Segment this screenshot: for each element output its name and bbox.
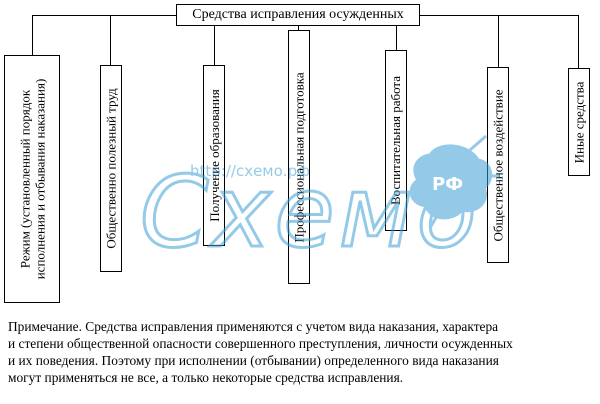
connector-obshchestvennoe (498, 15, 499, 67)
node-inye-label: Иные средства (571, 81, 587, 163)
connector-vospitatelnaya (396, 15, 397, 50)
node-obrazovanie-label: Получение образования (206, 89, 222, 222)
footnote-line-3: и их поведения. Поэтому при исполнении (… (8, 353, 499, 368)
node-rezhim-line-1: Режим (установленный порядок (17, 89, 32, 269)
node-vospitatelnaya: Воспитательная работа (385, 50, 407, 231)
node-trud-label: Общественно полезный труд (103, 88, 119, 249)
node-rezhim: Режим (установленный порядок исполнения … (4, 55, 60, 303)
watermark-badge: РФ (432, 174, 463, 195)
connector-inye (578, 15, 579, 68)
node-trud: Общественно полезный труд (100, 65, 122, 272)
footnote-line-2: и степени общественной опасности соверше… (8, 336, 513, 351)
watermark-logo: Схемо (140, 156, 481, 270)
footnote-line-4: могут применяться не все, а только некот… (8, 370, 404, 385)
node-obshchestvennoe-label: Общественное воздействие (490, 88, 506, 242)
root-node: Средства исправления осужденных (176, 4, 420, 26)
node-obrazovanie: Получение образования (203, 65, 225, 246)
diagram: Средства исправления осужденных Режим (у… (4, 4, 590, 303)
connector-obrazovanie (214, 15, 215, 65)
node-inye: Иные средства (568, 68, 590, 176)
footnote: Примечание. Средства исправления применя… (8, 318, 596, 386)
node-obshchestvennoe: Общественное воздействие (487, 67, 509, 263)
connector-rezhim (32, 15, 33, 55)
connector-trud (110, 15, 111, 65)
node-vospitatelnaya-label: Воспитательная работа (388, 75, 404, 206)
node-podgotovka: Профессиональная подготовка (288, 30, 310, 284)
node-rezhim-line-2: исполнения и отбывания наказания) (32, 78, 47, 280)
root-node-label: Средства исправления осужденных (192, 7, 404, 22)
footnote-line-1: Примечание. Средства исправления применя… (8, 319, 499, 334)
node-podgotovka-label: Профессиональная подготовка (291, 71, 307, 243)
